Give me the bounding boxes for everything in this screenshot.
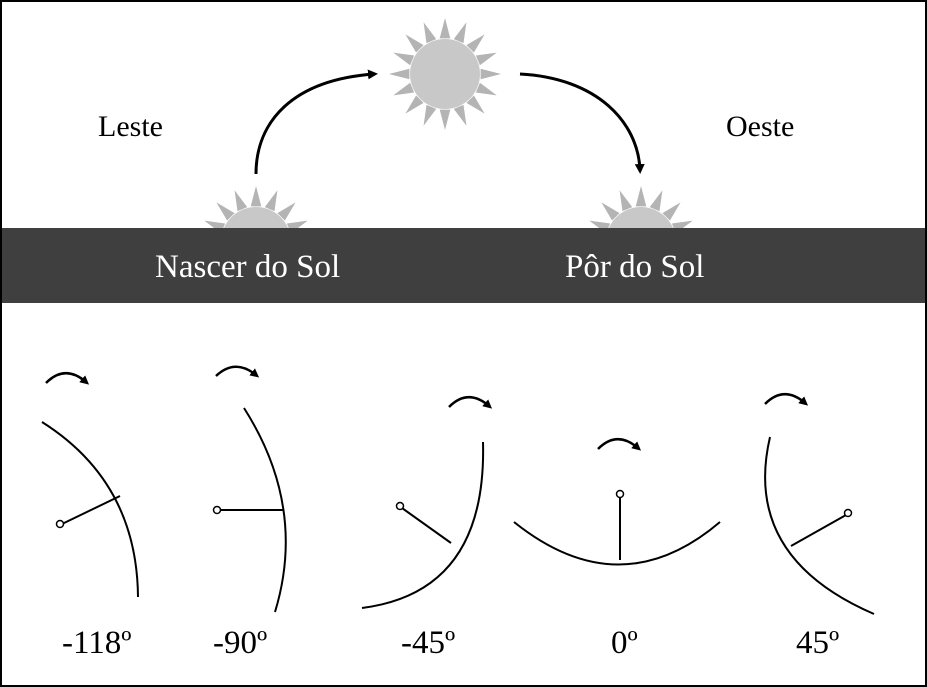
angle-label-3: -45º (401, 625, 456, 661)
panel-normal-endpoint (395, 501, 405, 511)
sun-ray (423, 22, 437, 44)
angle-label-4: 0º (611, 625, 638, 661)
panel-normal-line (401, 507, 452, 544)
sun-ray (662, 202, 681, 221)
panel-normal-endpoint (843, 508, 853, 518)
sun-ray (649, 190, 663, 212)
sun-ray (393, 52, 415, 66)
sun-ray (635, 186, 647, 207)
sun-ray (480, 68, 501, 80)
sun-ray (439, 109, 451, 130)
rotation-arrow-icon (597, 438, 642, 451)
panel-curve (764, 436, 875, 615)
west-label: Oeste (726, 110, 795, 143)
orientation-diagram-3 (361, 396, 493, 609)
panel-normal-endpoint (55, 519, 65, 529)
east-label: Leste (98, 110, 163, 143)
horizon-band (2, 228, 925, 303)
panel-curve (513, 521, 721, 566)
orientation-diagram-2 (212, 365, 287, 613)
sun-ray (453, 22, 467, 44)
sun-ray (466, 34, 485, 53)
sun-ray (619, 190, 633, 212)
orientation-diagram-1 (41, 372, 139, 598)
sun-ray (601, 202, 620, 221)
sun-ray (216, 202, 235, 221)
panel-curve (243, 407, 287, 613)
sun-path-arrow-rising (254, 69, 378, 175)
rotation-arrow-icon (45, 372, 90, 385)
angle-label-2: -90º (213, 625, 268, 661)
sun-ray (405, 95, 424, 114)
sun-ray (234, 190, 248, 212)
sun-ray (277, 202, 296, 221)
sun-ray (405, 34, 424, 53)
sunset-label: Pôr do Sol (565, 249, 705, 285)
panel-normal-line (61, 495, 121, 525)
panel-normal-endpoint (212, 505, 222, 515)
sun-ray (393, 82, 415, 96)
rotation-arrow-icon (215, 365, 260, 378)
sun-ray (389, 68, 410, 80)
sun-ray (250, 186, 262, 207)
orientation-diagram-5 (764, 393, 875, 615)
rotation-arrow-icon (448, 396, 493, 409)
panel-curve (41, 421, 139, 598)
angle-label-1: -118º (62, 625, 132, 661)
sun-noon-icon (389, 18, 501, 130)
orientation-diagram-4 (513, 438, 721, 566)
rotation-arrow-icon (764, 393, 809, 406)
sun-ray (466, 95, 485, 114)
sunrise-label: Nascer do Sol (155, 249, 341, 285)
sun-ray (264, 190, 278, 212)
panel-curve (361, 441, 485, 609)
panel-normal-line (790, 514, 847, 547)
angle-label-5: 45º (796, 625, 840, 661)
sun-ray (423, 104, 437, 126)
sun-path-arrow-setting (519, 72, 645, 174)
sun-ray (475, 52, 497, 66)
sun-ray (475, 82, 497, 96)
panel-normal-endpoint (615, 489, 625, 499)
sun-ray (453, 104, 467, 126)
sun-ray (439, 18, 451, 39)
